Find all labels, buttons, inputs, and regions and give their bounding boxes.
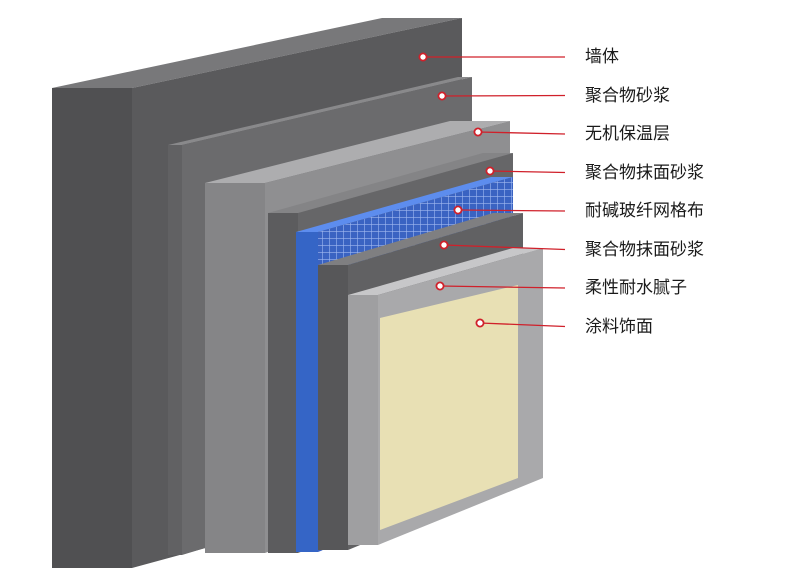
leader-line <box>479 322 566 328</box>
leader-line <box>477 131 566 135</box>
layer-label: 无机保温层 <box>585 124 670 144</box>
layer-label: 耐碱玻纤网格布 <box>585 201 704 221</box>
layer-top <box>296 177 513 232</box>
layer-edge <box>52 88 132 568</box>
layer-label: 聚合物抹面砂浆 <box>585 162 704 183</box>
layer-label: 涂料饰面 <box>585 316 653 337</box>
layer-8 <box>380 285 518 530</box>
layer-top <box>205 121 510 183</box>
layer-label: 墙体 <box>585 47 619 67</box>
leader-line <box>439 285 566 289</box>
layer-edge <box>348 295 378 545</box>
layer-label: 聚合物抹面砂浆 <box>585 239 704 260</box>
layer-top <box>348 248 543 295</box>
layer-edge <box>318 265 348 550</box>
leader-line <box>457 209 566 212</box>
layer-label: 柔性耐水腻子 <box>585 278 687 298</box>
layer-face <box>380 285 518 530</box>
leader-marker <box>437 91 447 101</box>
leader-marker <box>435 281 445 291</box>
layer-edge <box>168 145 182 555</box>
layer-label: 聚合物砂浆 <box>585 85 670 106</box>
layer-edge <box>205 183 265 553</box>
layer-top <box>52 18 462 88</box>
leader-line <box>443 244 566 251</box>
layer-top <box>268 153 513 213</box>
leader-marker <box>485 166 495 176</box>
leader-marker <box>453 205 463 215</box>
leader-marker <box>418 52 428 62</box>
leader-marker <box>439 240 449 250</box>
layer-edge <box>268 213 298 553</box>
leader-line <box>489 170 566 174</box>
leader-line <box>441 94 566 97</box>
layer-edge <box>296 232 318 552</box>
leader-marker <box>473 127 483 137</box>
leader-marker <box>475 318 485 328</box>
layer-top <box>318 213 523 265</box>
layer-top <box>168 77 472 145</box>
